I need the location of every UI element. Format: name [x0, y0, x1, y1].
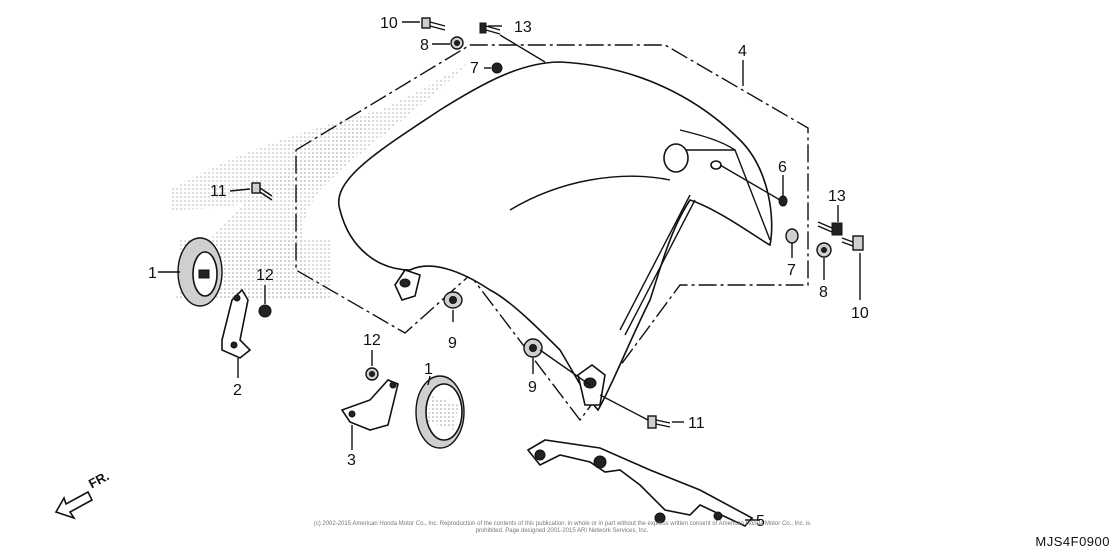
reflector-bracket-mid[interactable] [340, 379, 399, 431]
callout-8-right: 8 [819, 284, 828, 301]
copyright-notice: (c) 2002-2015 American Honda Motor Co., … [313, 521, 811, 534]
callout-6: 6 [778, 159, 787, 176]
diagram-code: MJS4F0900 [1035, 534, 1110, 549]
bolt-11-bottom[interactable] [647, 415, 671, 429]
callout-11-bottom: 11 [688, 415, 705, 432]
callout-13-top: 13 [514, 19, 532, 36]
bolt-10-right[interactable] [841, 235, 864, 251]
bolt-13-top[interactable] [479, 22, 501, 35]
washer-6[interactable] [778, 195, 788, 207]
front-fender[interactable] [337, 61, 773, 412]
callout-3: 3 [347, 452, 356, 469]
reflector-mid[interactable] [415, 375, 465, 449]
nut-12-mid[interactable] [365, 367, 379, 381]
bolt-11-left[interactable] [251, 182, 273, 201]
assembly-outline [295, 44, 809, 422]
callout-8-top: 8 [420, 37, 429, 54]
callout-10-top: 10 [380, 15, 398, 32]
callout-12-left: 12 [256, 267, 274, 284]
callout-2: 2 [233, 382, 242, 399]
front-direction-arrow-icon [54, 490, 94, 520]
bolt-10-top[interactable] [421, 17, 446, 31]
callout-13-right: 13 [828, 188, 846, 205]
callout-labels: 1 1 2 3 4 5 6 7 7 8 8 9 9 10 10 11 11 12… [148, 15, 869, 530]
callout-7-top: 7 [470, 60, 479, 77]
callout-1-left: 1 [148, 265, 157, 282]
nut-7-right[interactable] [785, 228, 799, 244]
reflector-left[interactable] [177, 237, 223, 307]
fender-brace[interactable] [526, 439, 754, 527]
callout-9-left: 9 [448, 335, 457, 352]
nut-12-left[interactable] [258, 304, 272, 318]
washer-8-top[interactable] [450, 36, 464, 50]
reflector-bracket-left[interactable] [221, 288, 252, 359]
nut-7-top[interactable] [491, 62, 503, 74]
grommet-9-mid[interactable] [523, 338, 543, 358]
washer-8-right[interactable] [816, 242, 832, 258]
callout-9-mid: 9 [528, 379, 537, 396]
callout-7-right: 7 [787, 262, 796, 279]
callout-12-mid: 12 [363, 332, 381, 349]
callout-10-right: 10 [851, 305, 869, 322]
callout-4: 4 [738, 43, 747, 60]
callout-11-left: 11 [210, 183, 227, 200]
callout-5: 5 [756, 513, 765, 530]
leader-lines [158, 21, 861, 521]
callout-1-mid: 1 [424, 361, 433, 378]
bolt-13-right[interactable] [817, 221, 843, 236]
grommet-9-left[interactable] [443, 291, 463, 309]
